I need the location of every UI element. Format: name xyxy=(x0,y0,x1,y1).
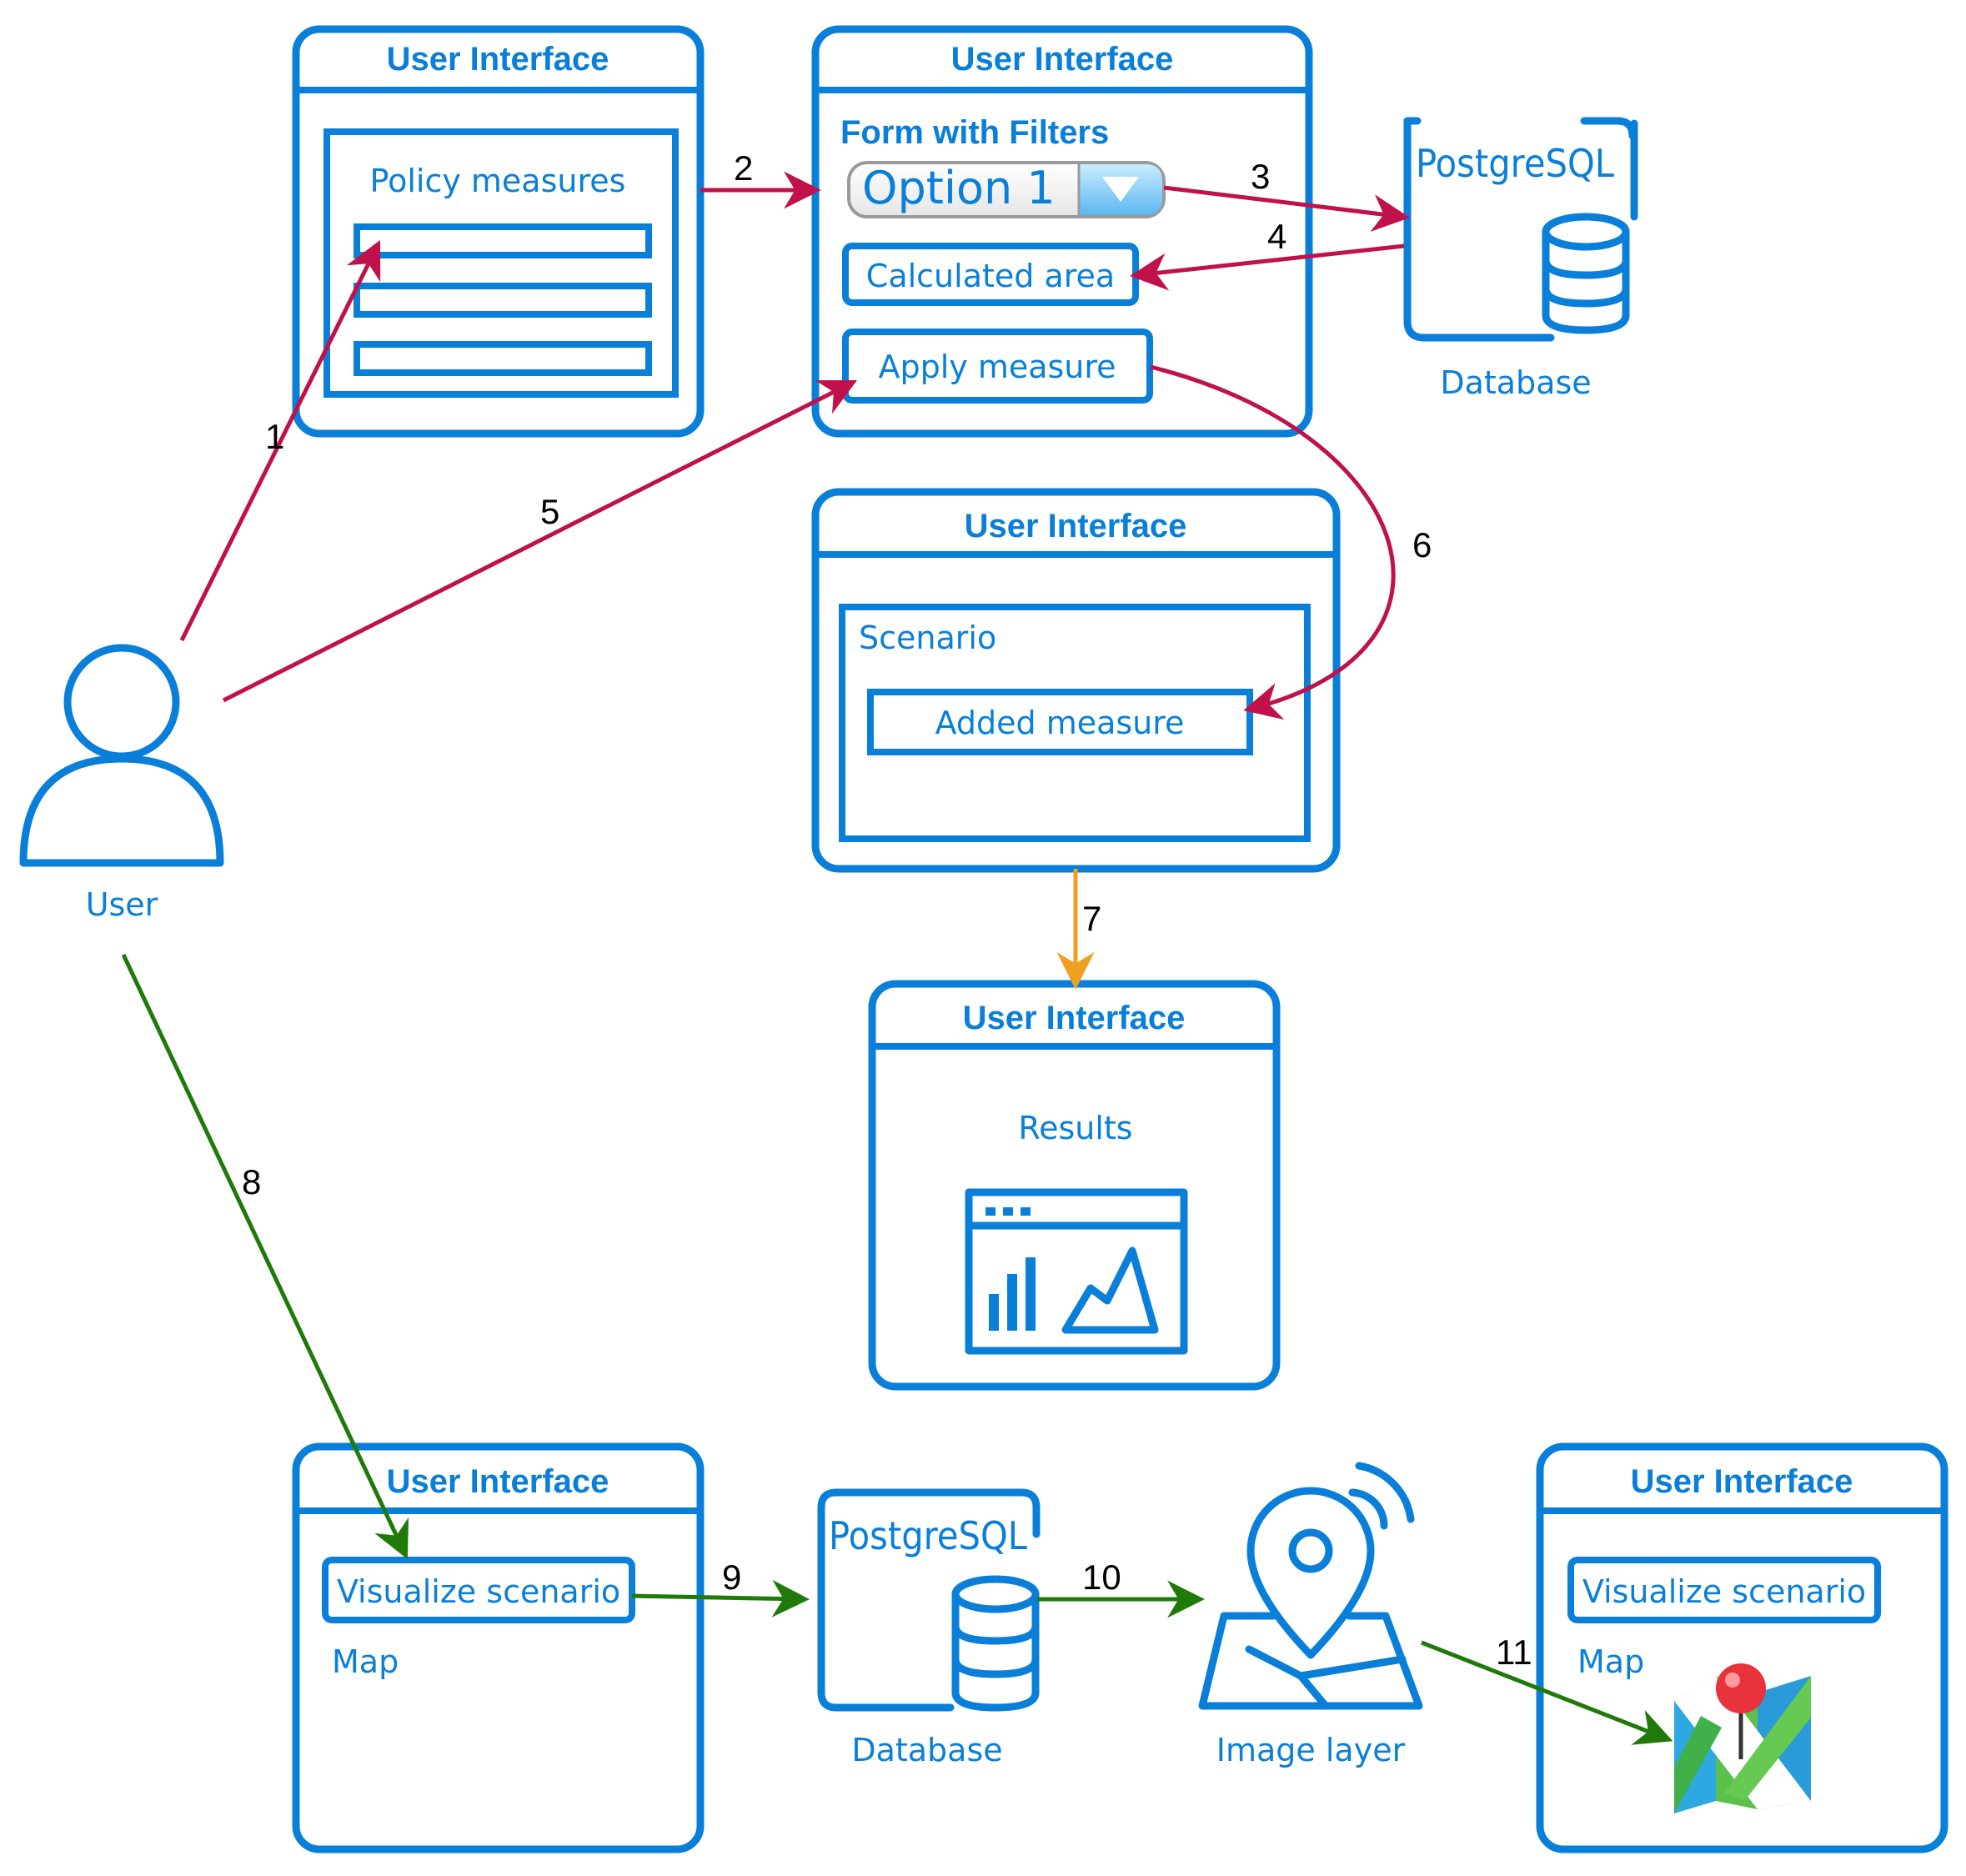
step-label: 10 xyxy=(1082,1557,1121,1597)
database-icon xyxy=(1542,213,1630,334)
map-label: Map xyxy=(1577,1643,1644,1680)
database-top: PostgreSQL Database xyxy=(1403,117,1638,401)
step-label: 7 xyxy=(1082,899,1101,938)
policy-item[interactable] xyxy=(354,341,652,376)
image-layer-label: Image layer xyxy=(1216,1732,1406,1768)
ui-panel-policy: User Interface Policy measures xyxy=(292,25,705,438)
step-label: 2 xyxy=(734,148,753,188)
select-value: Option 1 xyxy=(862,162,1056,214)
step-label: 3 xyxy=(1251,157,1270,196)
step-label: 9 xyxy=(722,1557,741,1597)
dropdown-icon[interactable] xyxy=(1077,164,1162,215)
results-dashboard-icon xyxy=(965,1188,1188,1355)
ui-panel-results: User Interface Results xyxy=(868,980,1281,1391)
step-label: 4 xyxy=(1267,217,1286,256)
arrow-3 xyxy=(1163,185,1410,232)
panel-title: User Interface xyxy=(963,1000,1186,1036)
panel-title: User Interface xyxy=(387,1463,609,1500)
arrow-4 xyxy=(1130,243,1405,291)
apply-measure-button[interactable] xyxy=(842,329,1153,404)
panel-title: User Interface xyxy=(965,508,1187,544)
ui-panel-map-right: User Interface Visualize scenario Map xyxy=(1536,1442,1948,1853)
database-label: Database xyxy=(851,1732,1002,1768)
visualize-scenario-label: Visualize scenario xyxy=(337,1573,620,1610)
user-label: User xyxy=(86,886,158,923)
panel-title: User Interface xyxy=(1631,1463,1853,1500)
panel-title: User Interface xyxy=(387,41,609,78)
database-bottom: PostgreSQL Database xyxy=(817,1488,1041,1768)
visualize-scenario-label: Visualize scenario xyxy=(1582,1573,1866,1610)
form-title: Form with Filters xyxy=(840,114,1109,151)
step-label: 5 xyxy=(540,492,559,531)
step-label: 8 xyxy=(242,1162,261,1201)
policy-item[interactable] xyxy=(354,283,652,318)
arrow-9 xyxy=(631,1579,810,1618)
apply-measure-label: Apply measure xyxy=(878,349,1116,385)
policy-measures-label: Policy measures xyxy=(370,163,626,199)
scenario-label: Scenario xyxy=(859,619,996,656)
database-icon xyxy=(951,1575,1040,1712)
arrow-11 xyxy=(1421,1640,1673,1745)
policy-item[interactable] xyxy=(354,223,652,258)
map-pin-icon xyxy=(1674,1663,1811,1813)
step-label: 11 xyxy=(1496,1633,1532,1672)
image-layer: Image layer xyxy=(1198,1462,1423,1768)
user-icon xyxy=(19,644,224,867)
panel-title: User Interface xyxy=(951,41,1174,78)
location-map-icon xyxy=(1198,1462,1423,1710)
postgresql-brand: PostgreSQL xyxy=(829,1513,1027,1558)
results-label: Results xyxy=(1018,1110,1132,1146)
added-measure-item[interactable] xyxy=(867,689,1253,755)
calculated-area-label: Calculated area xyxy=(866,258,1115,294)
arrow-1 xyxy=(179,239,381,642)
user: User xyxy=(19,644,224,923)
arrow-6 xyxy=(1150,364,1396,720)
step-label: 1 xyxy=(265,417,284,456)
map-label: Map xyxy=(332,1643,399,1680)
postgresql-brand: PostgreSQL xyxy=(1416,141,1614,186)
option-select[interactable]: Option 1 xyxy=(847,161,1166,218)
database-label: Database xyxy=(1440,364,1591,401)
ui-panel-map-left: User Interface Visualize scenario Map xyxy=(292,1442,705,1853)
ui-panel-scenario: User Interface Scenario Added measure xyxy=(811,488,1341,873)
arrow-5 xyxy=(222,379,858,703)
step-label: 6 xyxy=(1412,525,1432,564)
arrow-8 xyxy=(121,953,409,1560)
ui-panel-form: User Interface Form with Filters Option … xyxy=(811,25,1313,438)
visualize-scenario-button[interactable] xyxy=(1567,1557,1881,1623)
added-measure-label: Added measure xyxy=(935,705,1185,741)
visualize-scenario-button[interactable] xyxy=(322,1557,635,1623)
